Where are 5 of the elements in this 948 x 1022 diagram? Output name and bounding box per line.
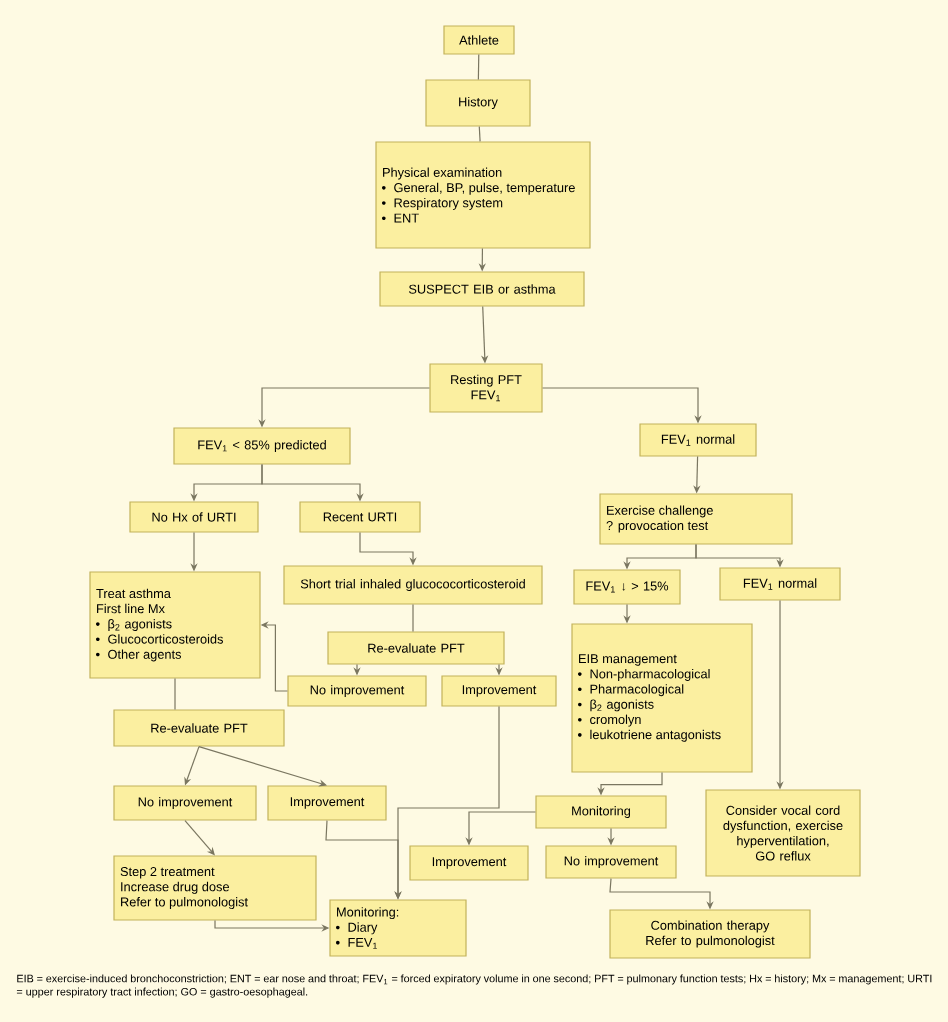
connector-line <box>477 54 480 80</box>
connector-line <box>412 604 414 632</box>
connector-line <box>174 678 176 710</box>
arrow <box>198 746 327 787</box>
connector-line <box>478 126 481 142</box>
